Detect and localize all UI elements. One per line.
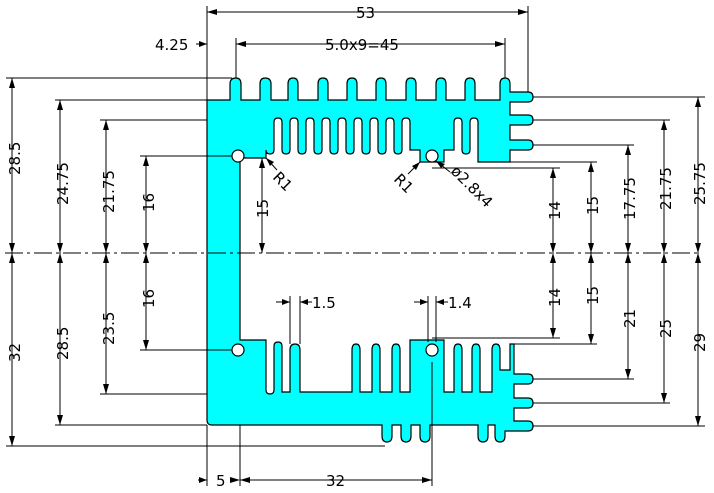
dim-top-21: 21.75 — [100, 170, 118, 213]
mounting-hole-bottom-right — [425, 343, 439, 357]
dim-right-25-bottom: 25 — [657, 319, 675, 338]
dim-bottom-28: 28.5 — [54, 327, 72, 360]
dim-inner-height-top: 15 — [254, 199, 272, 218]
mounting-hole-top-right — [425, 149, 439, 163]
bottom-dimensions: 5 32 — [198, 362, 433, 490]
right-dimensions: 14 14 15 15 17.75 21 21.75 25 — [432, 96, 709, 427]
dim-wall: 5 — [216, 472, 226, 490]
dim-fin-width-1: 1.5 — [312, 294, 336, 312]
mounting-hole-top-left — [231, 149, 245, 163]
dim-right-17: 17.75 — [621, 177, 639, 220]
dim-bottom-total: 32 — [6, 343, 24, 362]
dim-right-15-top: 15 — [584, 196, 602, 215]
dim-bottom-23: 23.5 — [100, 312, 118, 345]
dim-fin-pitch: 5.0x9=45 — [325, 36, 399, 54]
dim-hole-top-offset: 16 — [140, 193, 158, 212]
callout-radius-1: R1 — [269, 168, 296, 195]
profile-outline — [206, 77, 534, 443]
dim-fin-width-2: 1.4 — [448, 294, 472, 312]
dim-top-24: 24.75 — [54, 162, 72, 205]
heatsink-profile — [206, 77, 534, 443]
dim-right-21-top: 21.75 — [657, 167, 675, 210]
dim-right-14-top: 14 — [546, 201, 564, 220]
top-dimensions: 53 5.0x9=45 4.25 — [155, 4, 529, 100]
dim-hole-bottom-offset: 16 — [140, 289, 158, 308]
dim-right-15-bottom: 15 — [584, 286, 602, 305]
callouts: R1 R1 ø2.8x4 — [265, 157, 496, 211]
dim-right-25-top: 25.75 — [691, 162, 709, 205]
fin-width-dimensions: 1.5 1.4 — [276, 294, 472, 344]
mounting-hole-bottom-left — [231, 343, 245, 357]
dim-right-29: 29 — [691, 333, 709, 352]
dim-overall-width: 53 — [356, 4, 375, 22]
dim-left-offset: 4.25 — [155, 36, 188, 54]
dim-top-total: 28.5 — [6, 142, 24, 175]
callout-radius-2: R1 — [390, 170, 417, 197]
dim-right-14-bottom: 14 — [546, 288, 564, 307]
dim-bottom-width: 32 — [326, 472, 345, 490]
callout-hole-spec: ø2.8x4 — [447, 162, 496, 211]
dim-right-21-bottom: 21 — [621, 309, 639, 328]
left-dimensions: 28.5 32 24.75 28.5 21.75 23.5 16 16 15 — [6, 77, 385, 447]
